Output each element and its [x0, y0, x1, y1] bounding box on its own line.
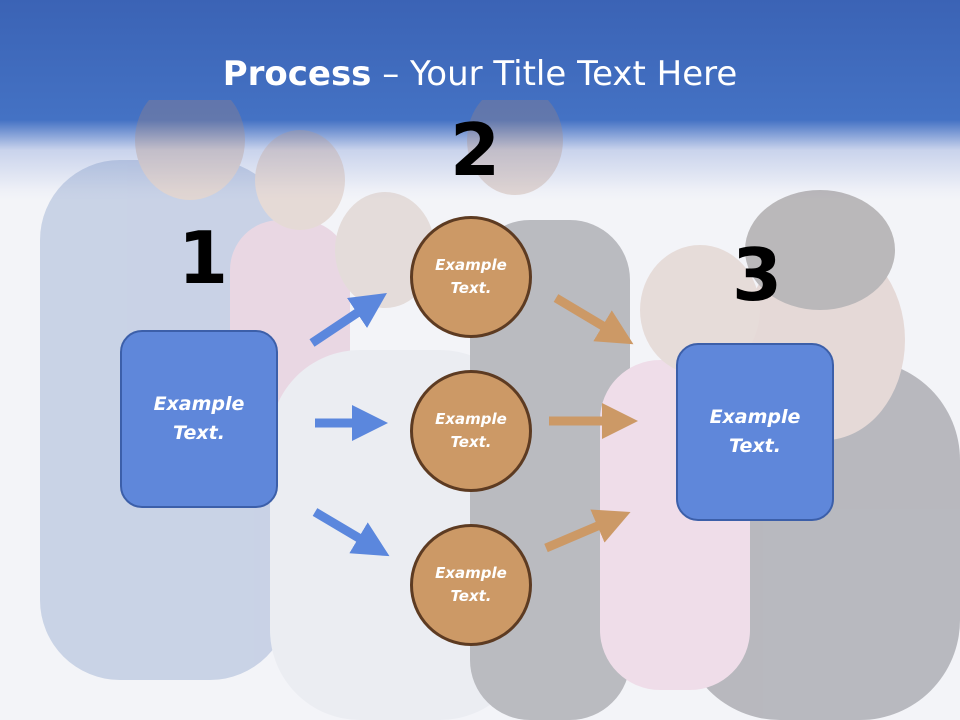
right-box-line2: Text.	[729, 435, 781, 457]
right-box[interactable]: Example Text.	[676, 343, 834, 521]
circle-top[interactable]: Example Text.	[410, 216, 532, 338]
right-box-text: Example Text.	[710, 403, 801, 461]
arrow-from-bottom-circle	[544, 509, 631, 553]
left-box-line2: Text.	[173, 422, 225, 444]
circle-middle-line1: Example	[435, 410, 507, 428]
left-box-line1: Example	[153, 393, 245, 415]
arrow-to-bottom-circle	[312, 508, 390, 557]
step-number-1: 1	[178, 216, 229, 300]
arrow-from-top-circle	[553, 294, 634, 345]
step-number-3: 3	[732, 233, 783, 317]
title-bold: Process	[222, 54, 372, 94]
circle-bottom-line1: Example	[435, 564, 507, 582]
circle-top-line2: Text.	[450, 279, 492, 297]
photo-man-head	[135, 100, 245, 200]
step-number-2: 2	[450, 108, 501, 192]
arrow-to-top-circle	[309, 293, 387, 347]
right-box-line1: Example	[709, 406, 801, 428]
photo-woman-head	[467, 100, 563, 195]
photo-girl-head	[255, 130, 345, 230]
circle-bottom-line2: Text.	[450, 587, 492, 605]
circle-middle[interactable]: Example Text.	[410, 370, 532, 492]
slide-title: Process – Your Title Text Here	[0, 50, 960, 98]
header-band	[0, 0, 960, 200]
photo-baby-head	[640, 245, 760, 375]
photo-mother-hair	[745, 190, 895, 310]
left-box[interactable]: Example Text.	[120, 330, 278, 508]
circle-middle-line2: Text.	[450, 433, 492, 451]
title-rest: – Your Title Text Here	[371, 54, 738, 94]
circle-bottom[interactable]: Example Text.	[410, 524, 532, 646]
left-box-text: Example Text.	[154, 390, 245, 448]
circle-top-line1: Example	[435, 256, 507, 274]
